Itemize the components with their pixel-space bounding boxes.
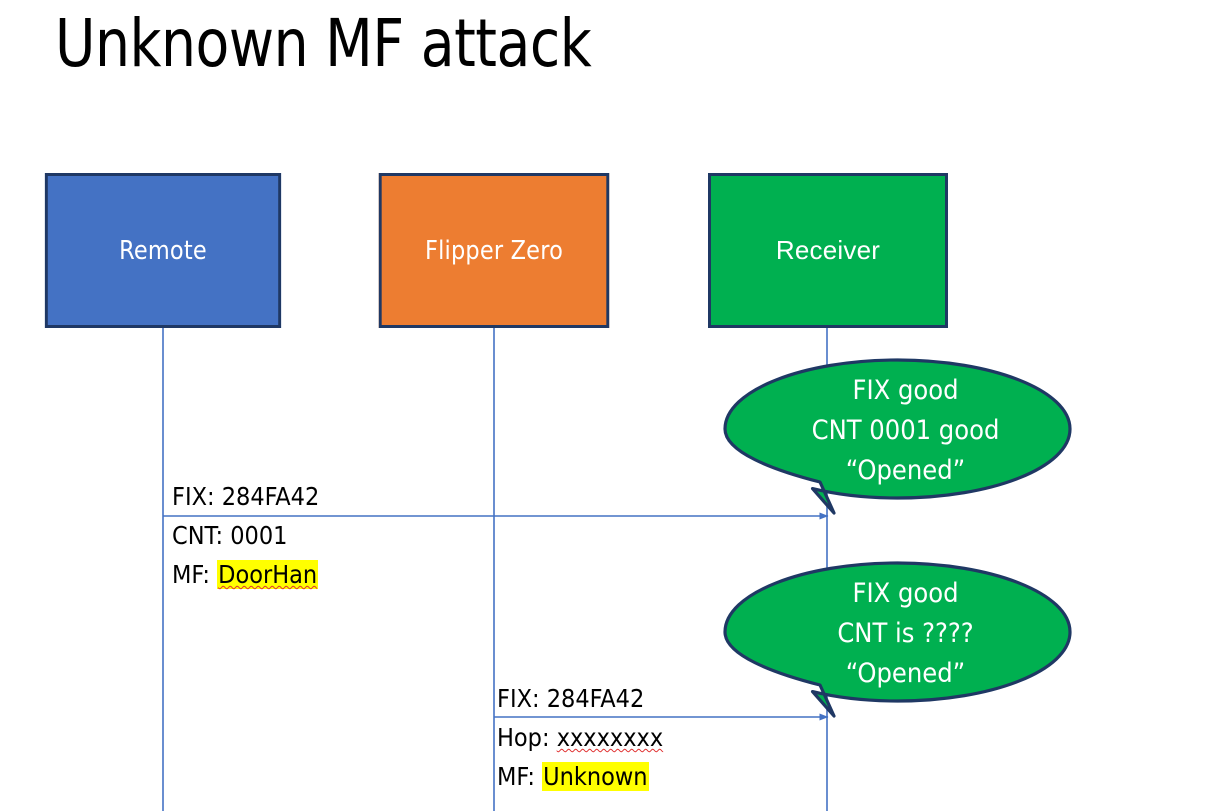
actor-label-remote: Remote: [119, 235, 207, 266]
message-line-prefix: FIX:: [172, 482, 222, 511]
message-line-value: 0001: [230, 521, 288, 550]
message-line: MF: Unknown: [497, 757, 663, 796]
message-line-value-highlighted: Unknown: [542, 762, 649, 791]
message-line-prefix: FIX:: [497, 684, 547, 713]
callout-shape-icon: [723, 561, 1072, 718]
message-line: FIX: 284FA42: [172, 477, 319, 516]
message-line-value-highlighted: DoorHan: [217, 560, 319, 589]
message-line: FIX: 284FA42: [497, 679, 663, 718]
message-line: Hop: xxxxxxxx: [497, 718, 663, 757]
message-line-prefix: Hop:: [497, 723, 557, 752]
message-line-prefix: MF:: [172, 560, 218, 589]
actor-box-flipper[interactable]: Flipper Zero: [378, 173, 610, 328]
callout-bubble-2[interactable]: FIX good CNT is ???? “Opened”: [723, 561, 1072, 726]
page-title: Unknown MF attack: [55, 5, 592, 82]
message-line: MF: DoorHan: [172, 555, 319, 594]
message-line-prefix: MF:: [497, 762, 543, 791]
message-label-block-1: FIX: 284FA42 CNT: 0001 MF: DoorHan: [172, 477, 319, 594]
actor-box-receiver[interactable]: Receiver: [708, 173, 948, 328]
actor-label-receiver: Receiver: [775, 235, 881, 265]
callout-bubble-1[interactable]: FIX good CNT 0001 good “Opened”: [723, 358, 1072, 523]
actor-label-flipper: Flipper Zero: [424, 235, 563, 266]
message-line-value-spellchecked: xxxxxxxx: [556, 723, 664, 752]
actor-box-remote[interactable]: Remote: [44, 173, 282, 328]
message-line-prefix: CNT:: [172, 521, 231, 550]
message-line-value: 284FA42: [221, 482, 320, 511]
message-label-block-2: FIX: 284FA42 Hop: xxxxxxxx MF: Unknown: [497, 679, 663, 796]
callout-shape-icon: [723, 358, 1072, 515]
message-line: CNT: 0001: [172, 516, 319, 555]
message-line-value: 284FA42: [546, 684, 645, 713]
